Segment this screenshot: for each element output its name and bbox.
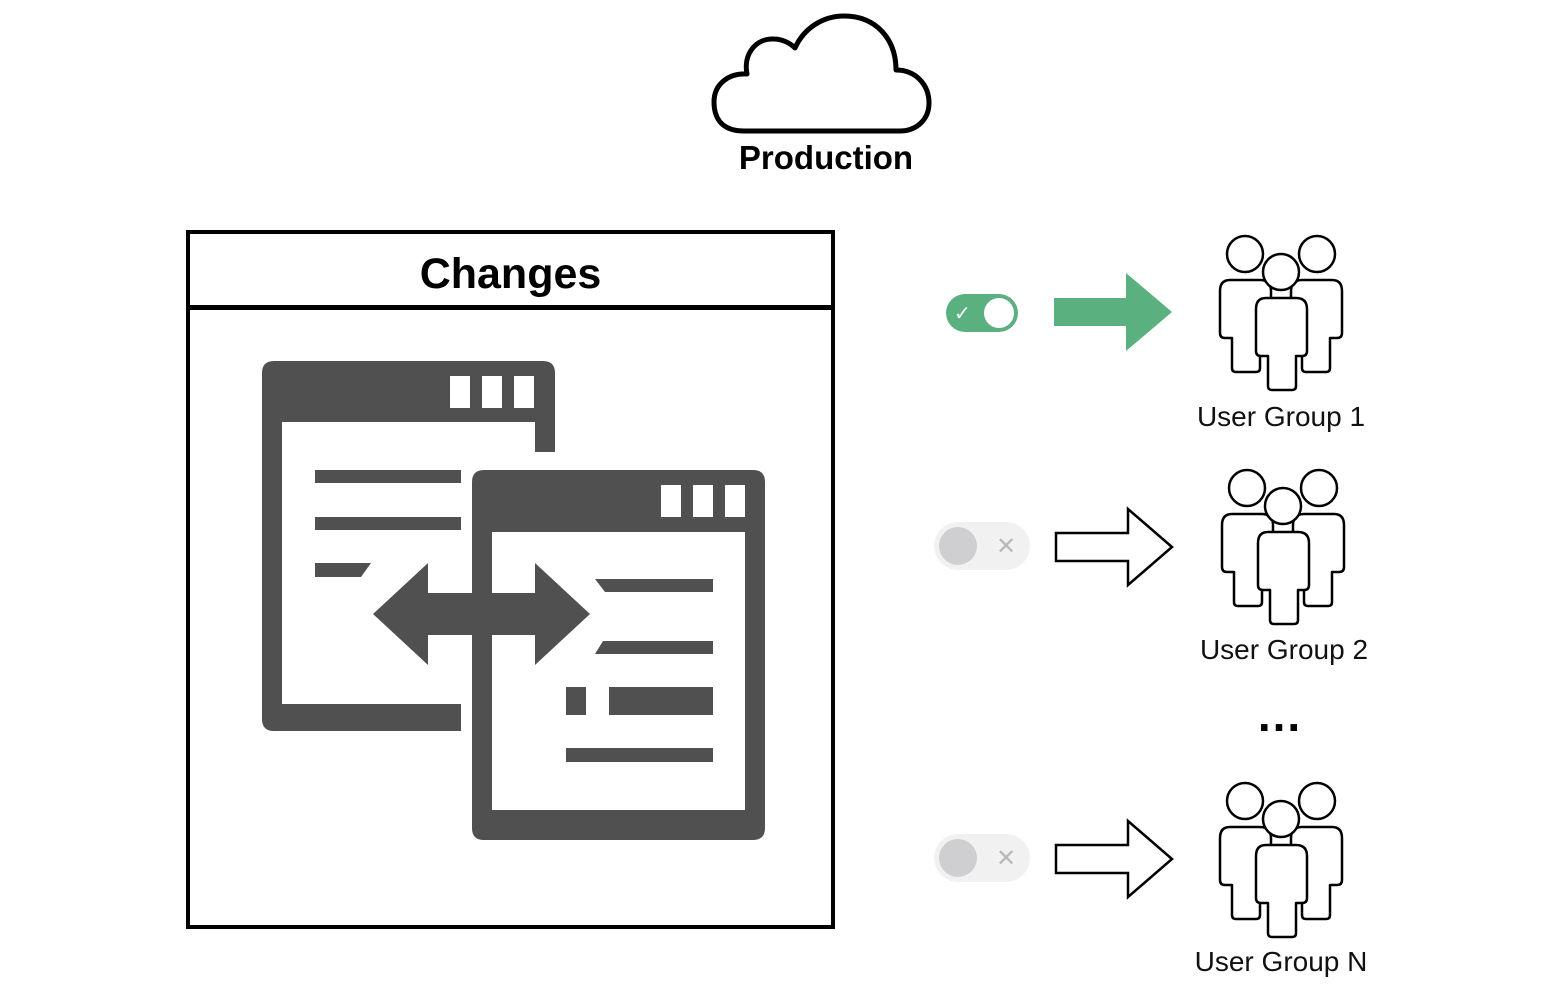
user-group-label: User Group 1: [1196, 401, 1366, 432]
toggle-group-n[interactable]: ✕: [934, 834, 1030, 882]
arrow-right-outline-icon: [1054, 818, 1174, 900]
production-label: Production: [738, 139, 914, 176]
check-icon: ✓: [954, 301, 971, 325]
ellipsis: ...: [1257, 689, 1303, 741]
toggle-group-2[interactable]: ✕: [934, 522, 1030, 570]
user-group-icon: [1220, 468, 1346, 626]
x-icon: ✕: [996, 844, 1017, 872]
changes-panel: Changes: [186, 230, 835, 929]
arrow-right-outline-icon: [1054, 506, 1174, 588]
toggle-knob: [939, 839, 977, 877]
toggle-knob: [984, 298, 1014, 328]
user-group-icon: [1218, 234, 1344, 392]
cloud-icon: [711, 13, 932, 134]
toggle-group-1[interactable]: ✓: [946, 294, 1018, 332]
x-icon: ✕: [996, 532, 1017, 560]
compare-windows-icon: [262, 361, 765, 840]
user-group-icon: [1218, 781, 1344, 939]
arrow-right-filled-icon: [1054, 273, 1172, 351]
toggle-knob: [939, 527, 977, 565]
user-group-label: User Group 2: [1199, 634, 1369, 665]
changes-title: Changes: [419, 250, 602, 298]
user-group-label: User Group N: [1194, 946, 1368, 977]
changes-header: Changes: [190, 234, 831, 310]
